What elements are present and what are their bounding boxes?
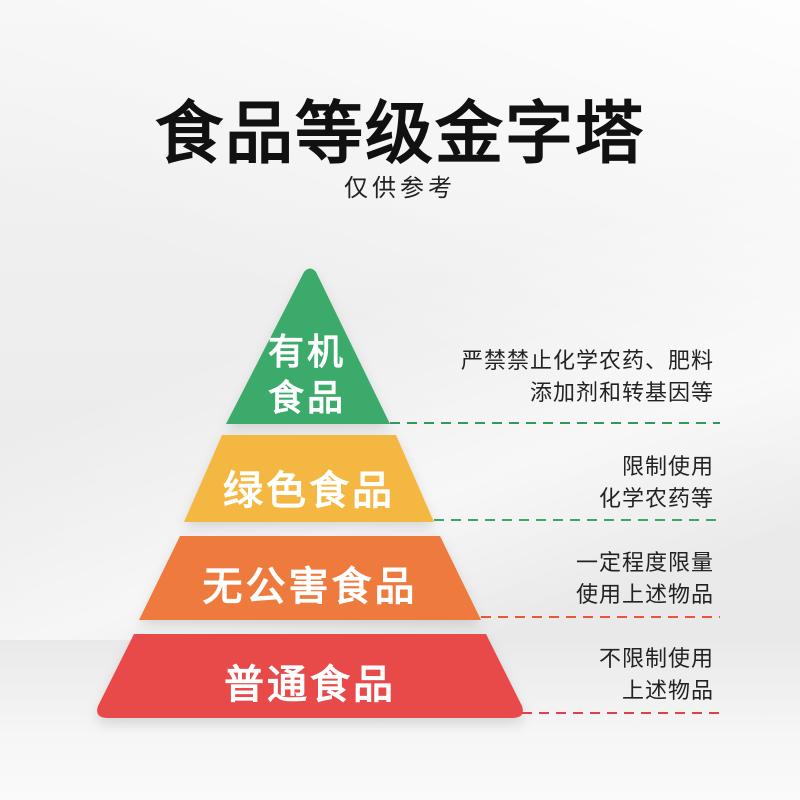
page-subtitle: 仅供参考 [344,174,456,202]
tier-organic-label-line2: 食品 [267,378,346,419]
tier-pollution-free-description: 一定程度限量 使用上述物品 [576,548,714,612]
tier-pollution-free-shape [139,536,481,620]
tier-pollution-free-desc-line1: 一定程度限量 [575,551,714,576]
tier-organic-label-line1: 有机 [267,332,346,373]
tier-pollution-free-desc-line2: 使用上述物品 [575,583,714,608]
tier-organic-shape [226,268,390,424]
tier-ordinary-desc-line2: 上述物品 [621,679,714,704]
tier-organic-desc-line2: 添加剂和转基因等 [529,381,714,406]
tier-ordinary-description: 不限制使用 上述物品 [599,644,714,708]
page-title: 食品等级金字塔 [154,95,645,174]
tier-ordinary-shape [97,634,523,718]
tier-organic-label: 有机 食品 [232,330,382,422]
tier-green-food-label: 绿色食品 [223,468,395,514]
tier-ordinary-label: 普通食品 [224,662,396,708]
tier-organic-desc-line1: 严禁禁止化学农药、肥料 [460,349,714,374]
tier-green-food-desc-line2: 化学农药等 [598,487,714,512]
tier-green-food-description: 限制使用 化学农药等 [599,452,714,516]
tier-pollution-free-label: 无公害食品 [202,564,418,610]
tier-green-food-desc-line1: 限制使用 [621,455,714,480]
tier-ordinary-desc-line1: 不限制使用 [598,647,714,672]
tier-green-food-shape [184,435,434,522]
tier-organic-description: 严禁禁止化学农药、肥料 添加剂和转基因等 [461,346,714,410]
